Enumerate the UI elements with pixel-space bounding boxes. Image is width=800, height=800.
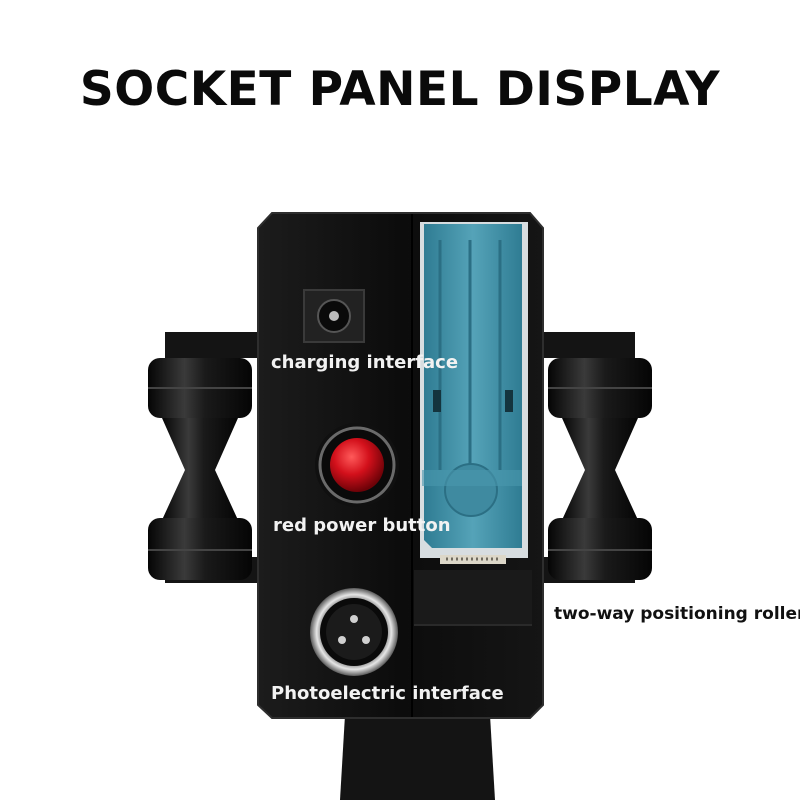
- photoelectric-interface-label: Photoelectric interface: [271, 683, 504, 704]
- left-roller: [148, 332, 260, 583]
- roller-label: two-way positioning roller: [554, 604, 800, 624]
- page-title: SOCKET PANEL DISPLAY: [79, 62, 721, 117]
- ink-cartridge: [420, 222, 528, 564]
- power-button-icon[interactable]: [315, 423, 399, 507]
- charging-interface-label: charging interface: [271, 352, 459, 373]
- charging-port-icon: [303, 289, 365, 343]
- power-button-label: red power button: [273, 515, 451, 536]
- right-roller: [540, 332, 652, 583]
- xlr-connector-icon: [310, 588, 398, 676]
- handle: [340, 715, 495, 800]
